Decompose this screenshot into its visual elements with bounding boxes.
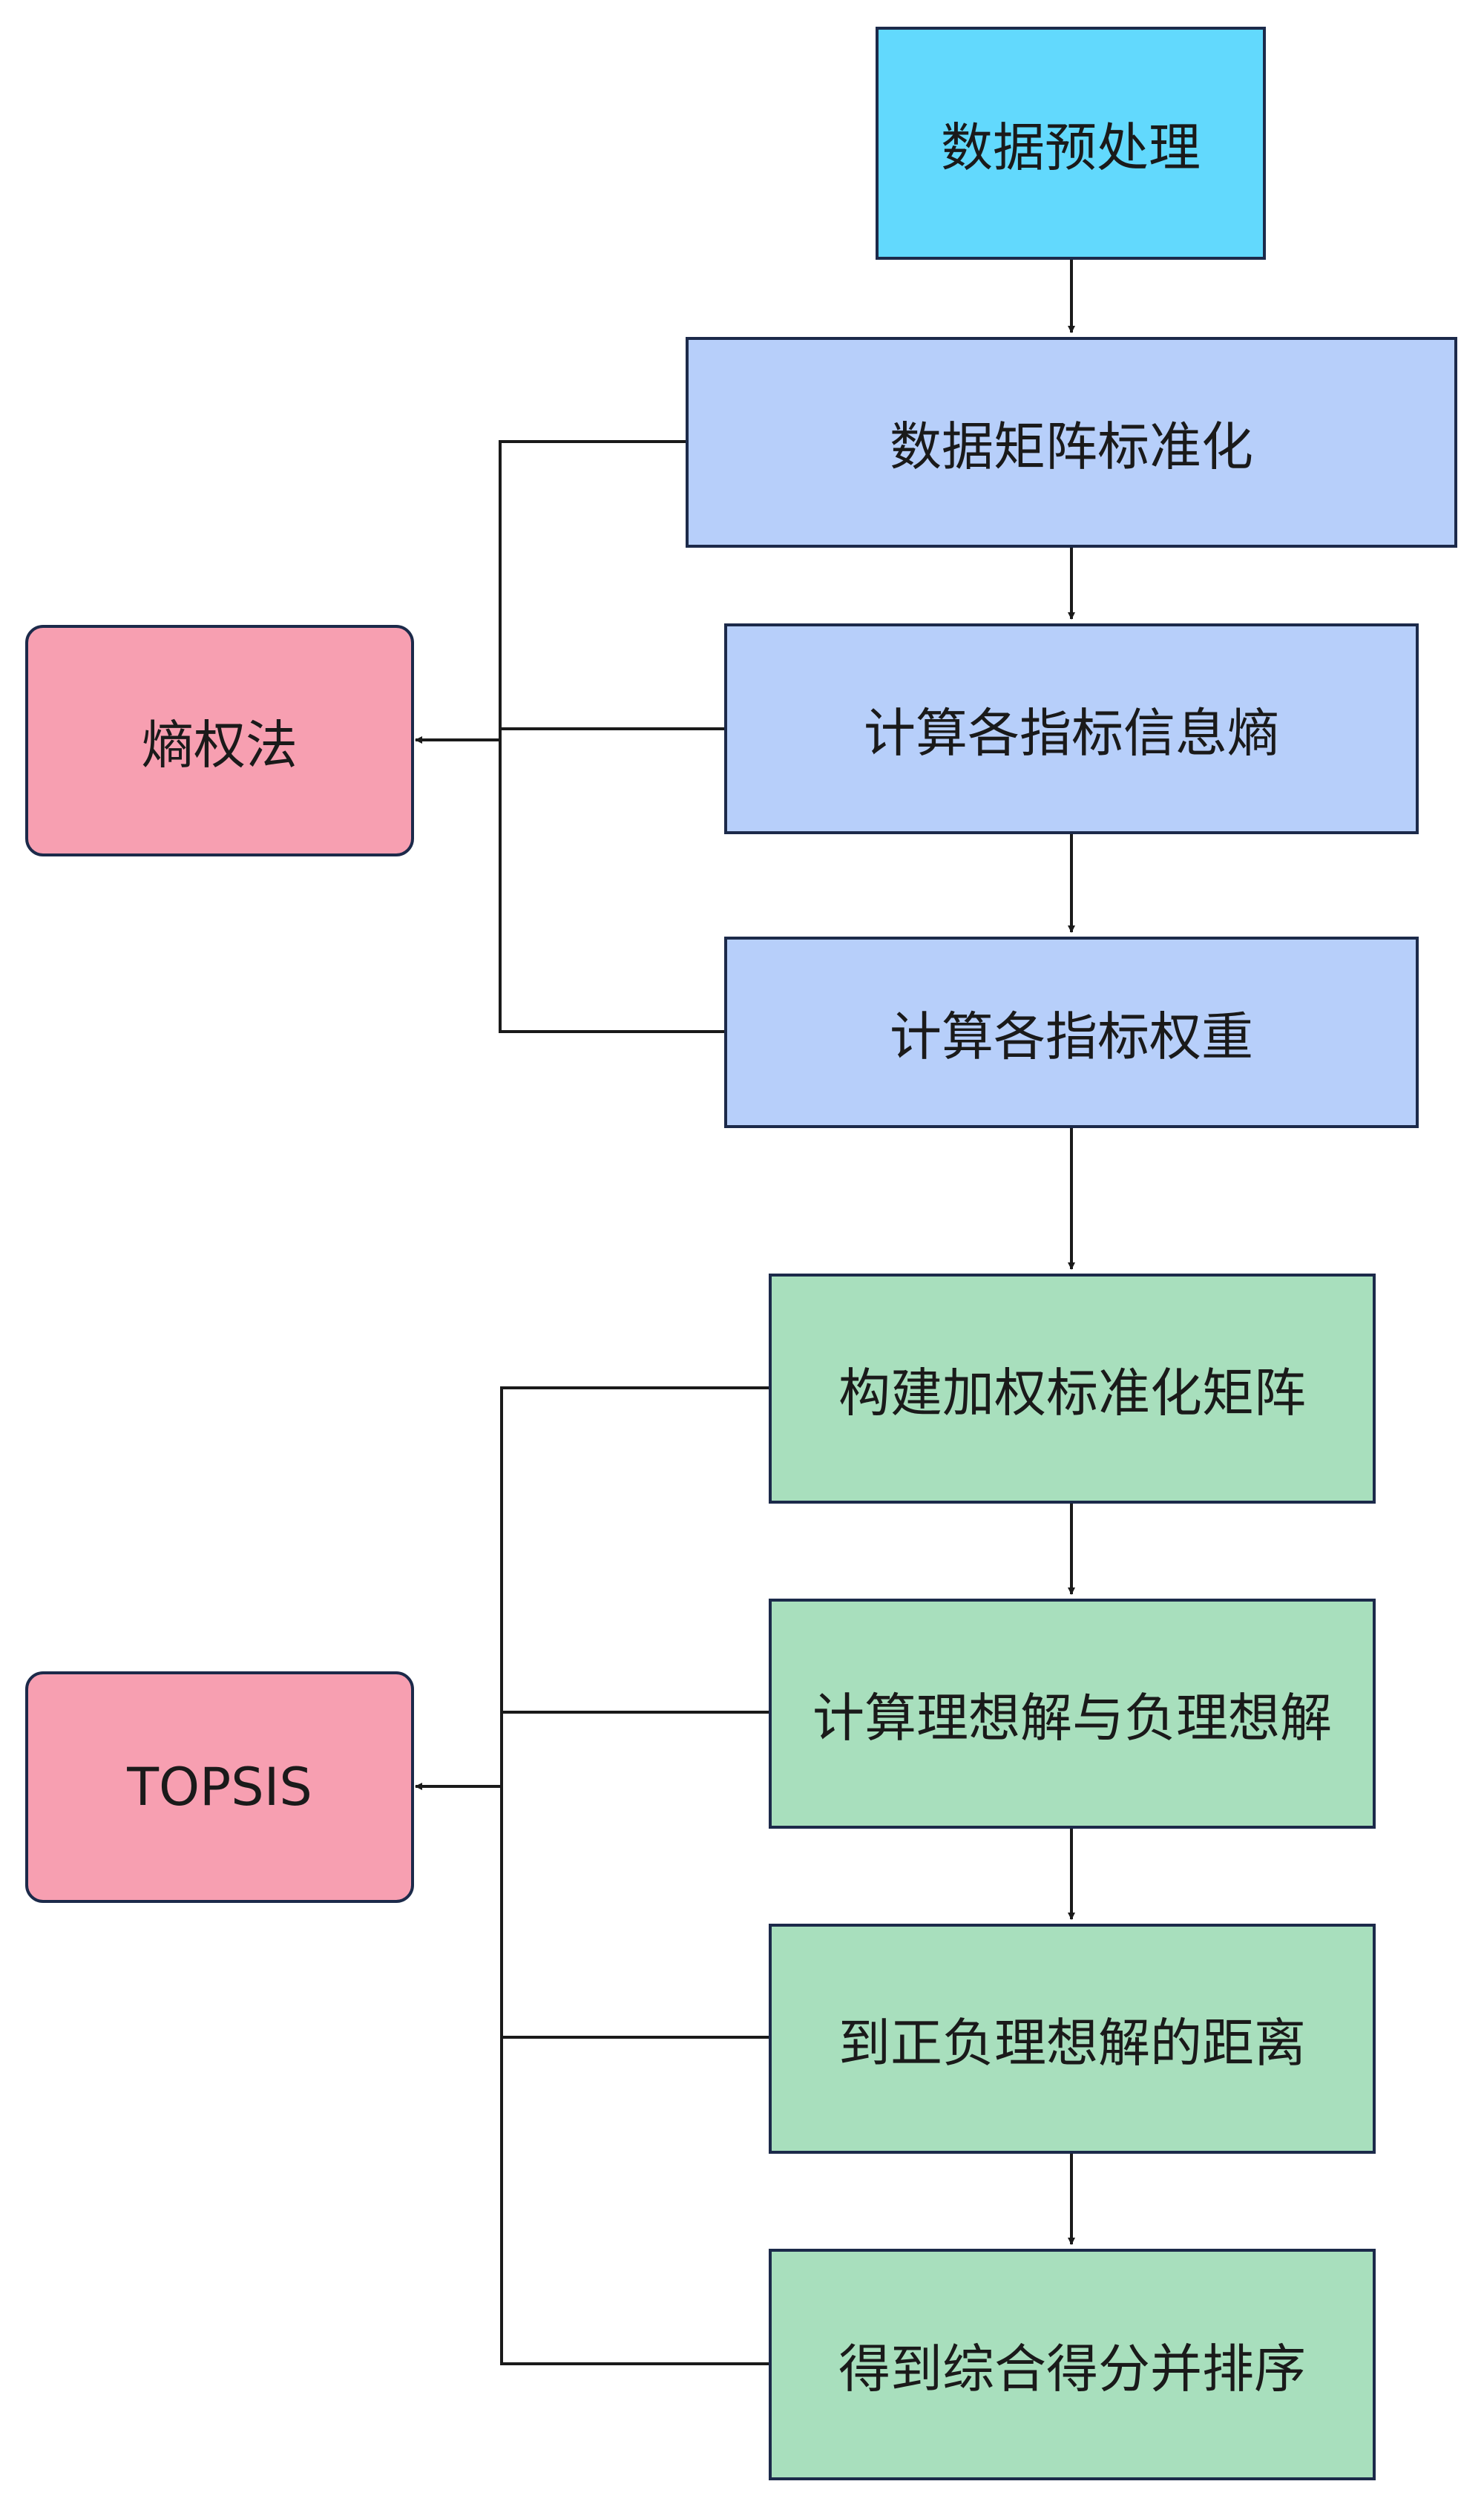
node-distances-label: 到正负理想解的距离 bbox=[838, 2012, 1306, 2074]
node-topsis-label: TOPSIS bbox=[127, 1757, 312, 1818]
node-topsis: TOPSIS bbox=[25, 1671, 414, 1903]
node-weights: 计算各指标权重 bbox=[724, 937, 1419, 1128]
node-score-rank: 得到综合得分并排序 bbox=[769, 2249, 1376, 2480]
node-weights-label: 计算各指标权重 bbox=[890, 1006, 1253, 1067]
node-entropy-method-label: 熵权法 bbox=[142, 714, 298, 776]
bracket-topsis bbox=[500, 1386, 769, 2365]
node-entropy-info: 计算各指标信息熵 bbox=[724, 623, 1419, 834]
node-preprocess-label: 数据预处理 bbox=[941, 117, 1201, 178]
node-standardize: 数据矩阵标准化 bbox=[686, 337, 1457, 548]
node-ideal-solutions-label: 计算理想解与负理想解 bbox=[812, 1687, 1332, 1749]
node-preprocess: 数据预处理 bbox=[876, 27, 1266, 260]
node-weighted-matrix: 构建加权标准化矩阵 bbox=[769, 1274, 1376, 1504]
node-score-rank-label: 得到综合得分并排序 bbox=[838, 2338, 1306, 2399]
node-entropy-method: 熵权法 bbox=[25, 625, 414, 856]
bracket-entropy-method bbox=[499, 440, 724, 1033]
node-weighted-matrix-label: 构建加权标准化矩阵 bbox=[838, 1362, 1306, 1423]
node-entropy-info-label: 计算各指标信息熵 bbox=[864, 702, 1279, 764]
node-ideal-solutions: 计算理想解与负理想解 bbox=[769, 1599, 1376, 1829]
node-distances: 到正负理想解的距离 bbox=[769, 1924, 1376, 2154]
node-standardize-label: 数据矩阵标准化 bbox=[890, 416, 1253, 477]
